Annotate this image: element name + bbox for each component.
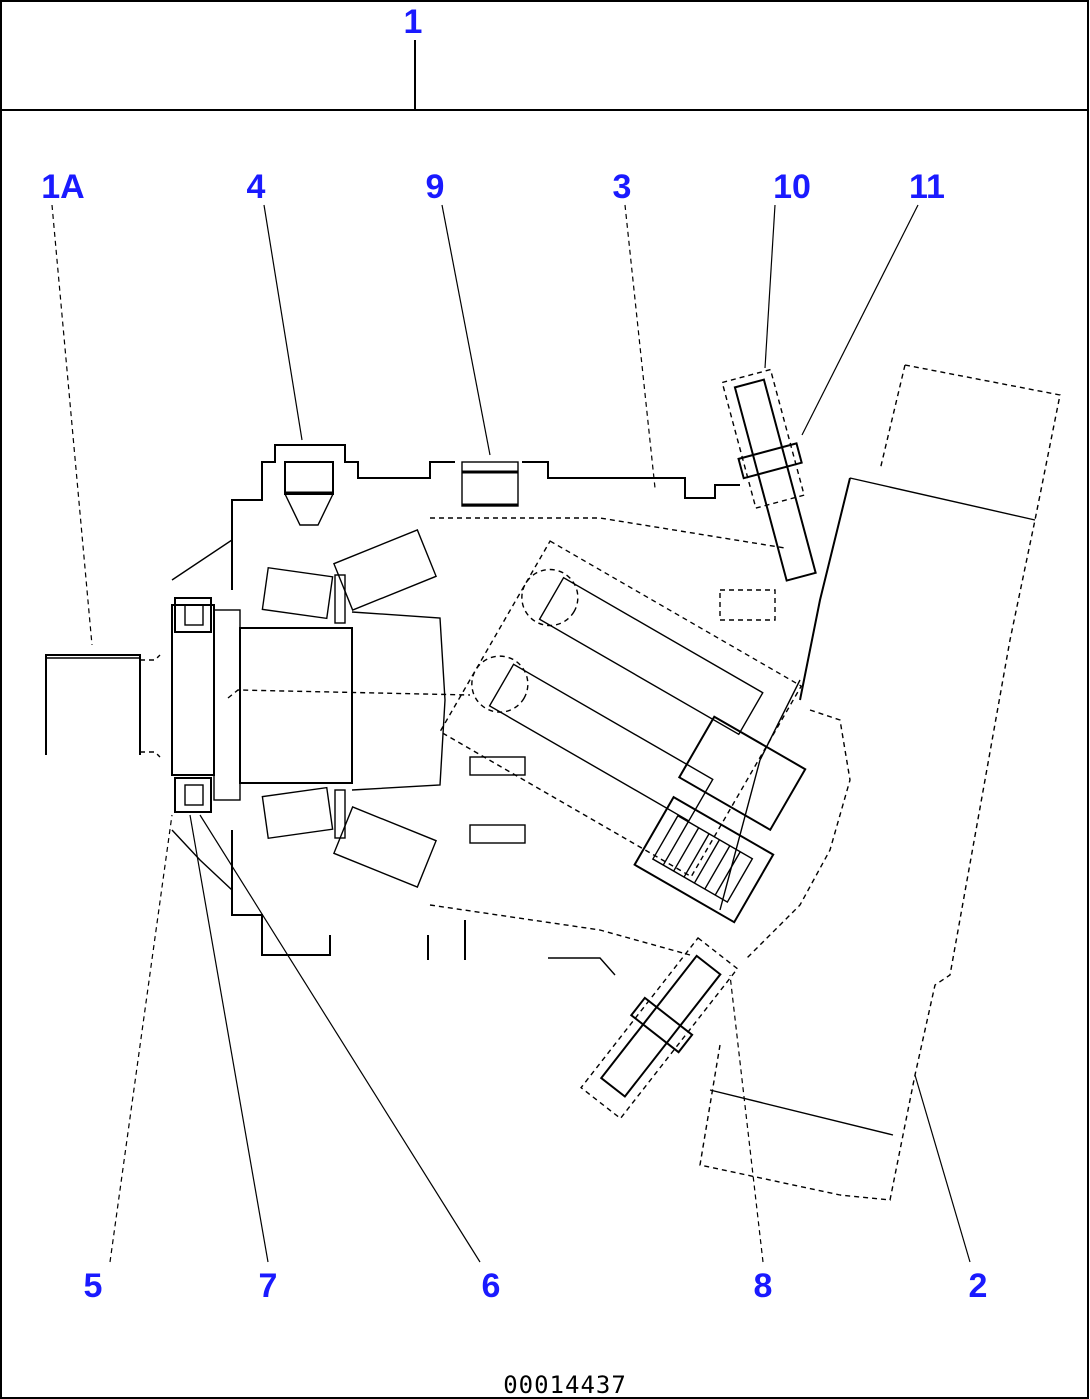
spring [651,814,754,904]
cylinder-block [439,540,807,924]
callout-11: 11 [909,168,945,206]
shaft-1a [45,654,141,755]
callout-4: 4 [247,168,266,206]
bearings [261,529,437,888]
callout-1: 1 [404,3,423,41]
bolt-lower [580,936,739,1120]
callout-7: 7 [259,1267,278,1305]
leader-7 [189,814,269,1263]
callout-1a: 1A [41,168,84,206]
callout-labels: 1 1A 4 9 3 10 11 5 7 6 8 2 [41,3,987,1305]
bolt-10 [721,368,817,582]
leader-9 [441,204,491,456]
leader-1a [51,204,93,646]
leader-5 [109,814,173,1263]
callout-2: 2 [969,1267,988,1305]
callout-5: 5 [84,1267,103,1305]
callout-9: 9 [426,168,445,206]
leader-8 [729,974,764,1263]
callout-8: 8 [754,1267,773,1305]
leader-lines [51,204,971,1263]
plug-4 [284,461,334,526]
leader-4 [263,204,303,441]
callout-3: 3 [613,168,632,206]
valve-plate [469,679,851,961]
end-cover [699,364,1061,1201]
callout-6: 6 [482,1267,501,1305]
leader-11 [801,204,919,436]
drawing-number: 00014437 [503,1371,627,1399]
leader-2 [914,1074,971,1263]
callout-10: 10 [773,168,811,206]
seal-upper [174,597,212,633]
leader-3 [624,204,656,489]
plug-9 [461,461,519,507]
leader-10 [764,204,776,369]
seal-lower [174,777,212,813]
leader-6 [199,814,481,1263]
shaft-assembly [45,597,471,813]
pump-housing [171,444,786,976]
